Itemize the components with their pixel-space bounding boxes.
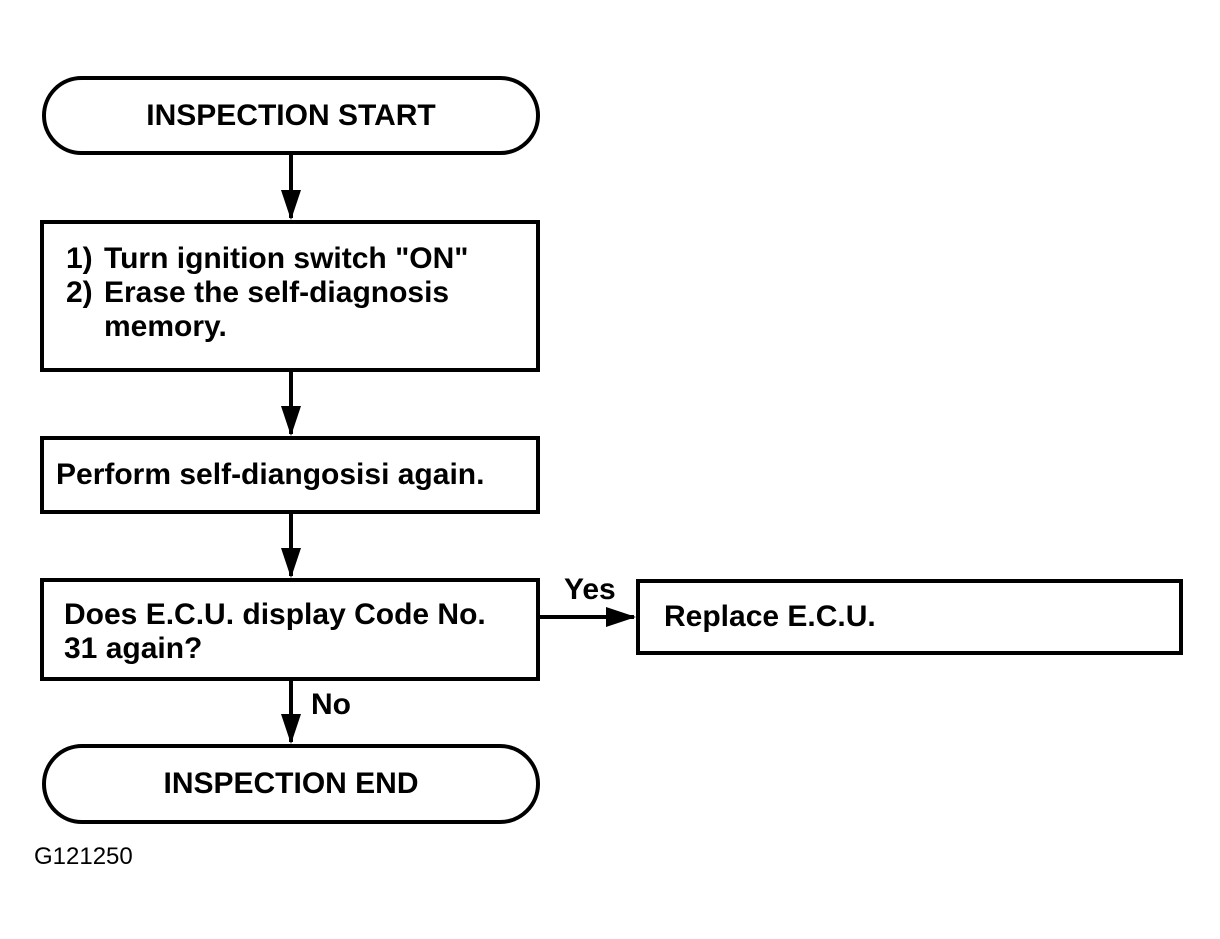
- step1-list: 1) Turn ignition switch "ON" 2) Erase th…: [66, 242, 536, 344]
- step2-process-box: Perform self-diangosisi again.: [40, 436, 540, 514]
- arrowhead-decision-no: [281, 714, 301, 744]
- step1-item-1: 1) Turn ignition switch "ON": [66, 242, 536, 276]
- figure-id: G121250: [34, 843, 133, 870]
- step1-item-2-continuation: memory.: [66, 310, 536, 344]
- start-label: INSPECTION START: [146, 98, 436, 132]
- step1-item-1-number: 1): [66, 242, 93, 275]
- no-label: No: [311, 688, 351, 721]
- step1-item-2-number: 2): [66, 276, 93, 309]
- decision-box: Does E.C.U. display Code No. 31 again?: [40, 578, 540, 681]
- step1-item-1-text: Turn ignition switch "ON": [104, 242, 469, 275]
- replace-ecu-text: Replace E.C.U.: [664, 600, 876, 633]
- arrowhead-decision-yes: [606, 607, 636, 627]
- step1-process-box: 1) Turn ignition switch "ON" 2) Erase th…: [40, 220, 540, 372]
- start-terminal: INSPECTION START: [42, 76, 540, 155]
- arrowhead-step2-to-decision: [281, 548, 301, 578]
- replace-ecu-box: Replace E.C.U.: [636, 579, 1183, 655]
- arrowhead-step1-to-step2: [281, 406, 301, 436]
- step1-continuation-text: memory.: [104, 310, 227, 343]
- decision-line-2: 31 again?: [64, 632, 203, 665]
- arrowhead-start-to-step1: [281, 190, 301, 220]
- decision-line-1: Does E.C.U. display Code No.: [64, 598, 486, 631]
- end-label: INSPECTION END: [163, 767, 419, 800]
- step2-text: Perform self-diangosisi again.: [56, 458, 485, 491]
- yes-label: Yes: [564, 573, 616, 606]
- step1-item-2: 2) Erase the self-diagnosis: [66, 276, 536, 310]
- step1-item-2-text: Erase the self-diagnosis: [104, 276, 450, 309]
- end-terminal: INSPECTION END: [42, 744, 540, 824]
